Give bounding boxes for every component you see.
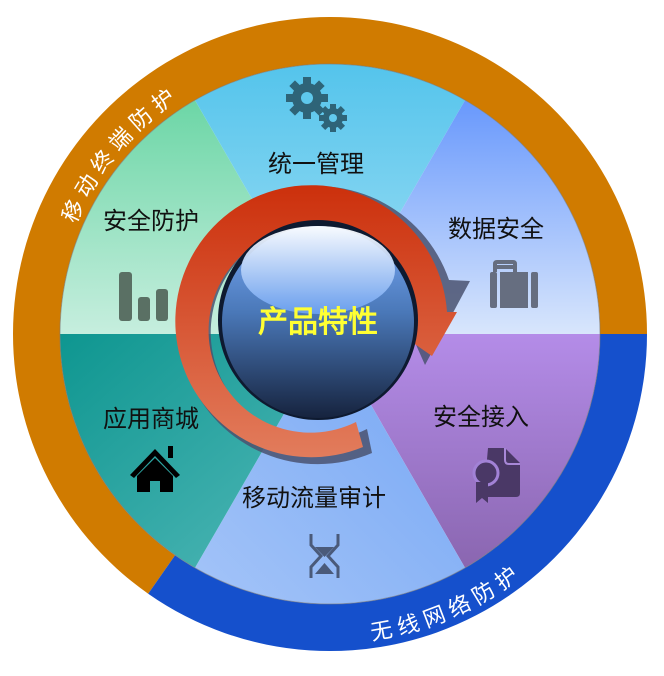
label-unified-management: 统一管理 xyxy=(268,150,364,178)
outer-ring-wireless xyxy=(148,334,647,652)
certificate-icon xyxy=(472,448,520,503)
bar-chart-icon xyxy=(119,272,168,321)
label-traffic-audit: 移动流量审计 xyxy=(242,484,386,512)
label-data-security: 数据安全 xyxy=(448,215,544,243)
segment-secure-access[interactable] xyxy=(330,334,600,568)
gears-icon xyxy=(286,77,347,132)
center-sphere[interactable]: 产品特性 xyxy=(218,220,418,420)
label-app-store: 应用商城 xyxy=(103,405,199,433)
home-icon xyxy=(130,446,180,492)
label-security-protection: 安全防护 xyxy=(103,207,199,235)
hourglass-icon xyxy=(309,534,340,578)
center-label: 产品特性 xyxy=(258,305,378,340)
briefcase-icon xyxy=(490,260,538,308)
label-secure-access: 安全接入 xyxy=(433,403,529,431)
outer-ring xyxy=(13,17,647,652)
segment-traffic-audit[interactable] xyxy=(195,334,465,604)
